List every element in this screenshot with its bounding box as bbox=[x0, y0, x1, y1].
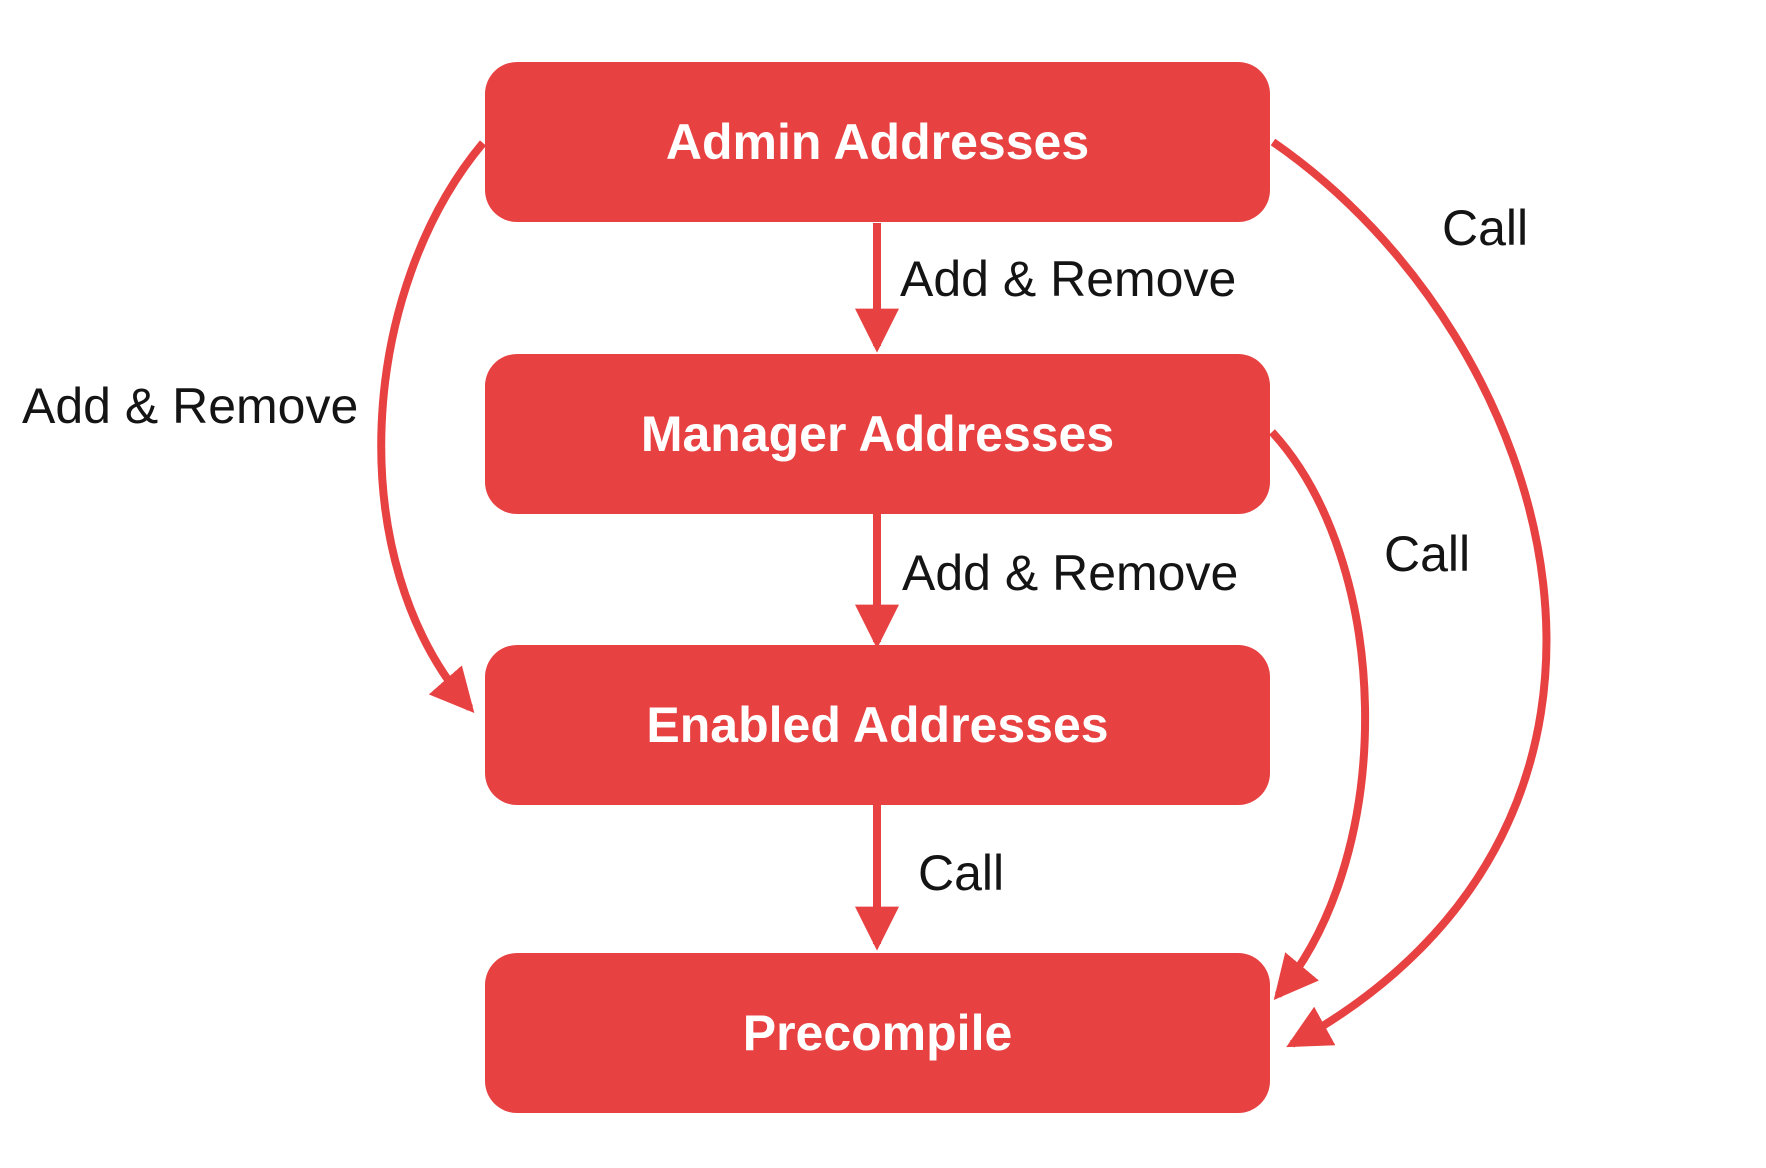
edge-label-manager-to-precompile: Call bbox=[1384, 526, 1471, 582]
edge-admin-to-enabled-curve bbox=[377, 140, 487, 713]
node-precompile: Precompile bbox=[485, 953, 1270, 1113]
edge-manager-to-precompile-curve bbox=[1269, 429, 1369, 1001]
edge-label-admin-to-enabled: Add & Remove bbox=[22, 378, 359, 434]
node-manager-addresses: Manager Addresses bbox=[485, 354, 1270, 514]
node-admin-addresses: Admin Addresses bbox=[485, 62, 1270, 222]
edge-label-manager-to-enabled: Add & Remove bbox=[902, 545, 1239, 601]
node-enabled-addresses: Enabled Addresses bbox=[485, 645, 1270, 805]
edge-label-admin-to-manager: Add & Remove bbox=[900, 251, 1237, 307]
edge-label-enabled-to-precompile: Call bbox=[918, 845, 1005, 901]
edge-label-admin-to-precompile: Call bbox=[1442, 200, 1529, 256]
edge-admin-to-precompile-curve bbox=[1270, 138, 1551, 1048]
